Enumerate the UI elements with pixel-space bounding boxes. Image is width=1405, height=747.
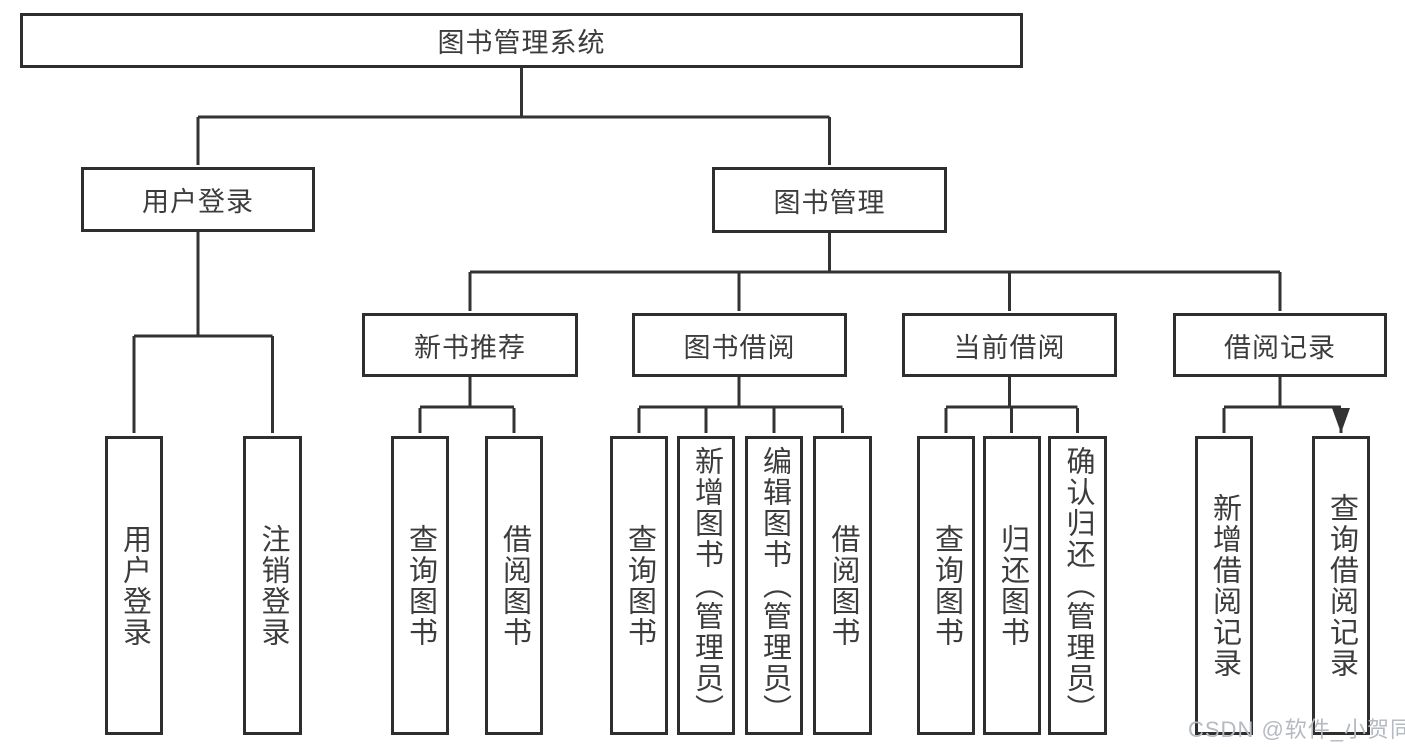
node-book-borrowing: 图书借阅 (632, 313, 847, 377)
node-label: 查询图书 (404, 523, 437, 648)
node-label: 归还图书 (996, 523, 1029, 648)
node-label: 图书管理系统 (437, 28, 606, 58)
node-new-book-recommend: 新书推荐 (362, 313, 578, 377)
node-book-management: 图书管理 (712, 167, 947, 233)
connector-arrows (132, 117, 1341, 433)
leaf-edit-books-admin: 编辑图书（管理员） (745, 436, 803, 735)
node-label: 确认归还（管理员） (1062, 446, 1094, 725)
node-label: 新书推荐 (414, 332, 526, 363)
leaf-query-books-2: 查询图书 (610, 436, 668, 735)
node-label: 图书借阅 (683, 332, 796, 363)
leaf-user-login: 用户登录 (105, 436, 163, 735)
node-label: 当前借阅 (953, 332, 1066, 363)
node-label: 图书管理 (773, 187, 886, 218)
node-user-login: 用户登录 (81, 167, 315, 232)
leaf-confirm-return-admin: 确认归还（管理员） (1048, 436, 1107, 735)
node-label: 查询借阅记录 (1325, 492, 1358, 679)
node-label: 查询图书 (623, 523, 656, 648)
leaf-query-borrow-record: 查询借阅记录 (1312, 436, 1370, 735)
node-label: 借阅图书 (498, 523, 531, 648)
node-label: 编辑图书（管理员） (758, 446, 791, 725)
connector-lines (134, 67, 1341, 409)
node-label: 用户登录 (118, 523, 151, 648)
node-label: 新增图书（管理员） (690, 446, 723, 725)
node-label: 注销登录 (257, 523, 289, 648)
leaf-query-books-1: 查询图书 (391, 436, 449, 735)
node-label: 用户登录 (142, 187, 254, 217)
leaf-return-books: 归还图书 (983, 436, 1041, 735)
csdn-watermark: CSDN @软件_小贺同学 (1188, 717, 1405, 742)
node-library-system: 图书管理系统 (20, 13, 1023, 68)
node-label: 借阅记录 (1224, 332, 1336, 363)
leaf-add-books-admin: 新增图书（管理员） (677, 436, 735, 735)
node-label: 借阅图书 (827, 523, 859, 648)
leaf-query-books-3: 查询图书 (917, 436, 975, 735)
node-current-borrowing: 当前借阅 (902, 313, 1117, 377)
node-label: 新增借阅记录 (1208, 492, 1241, 679)
leaf-borrow-books-2: 借阅图书 (813, 436, 872, 735)
leaf-add-borrow-record: 新增借阅记录 (1195, 436, 1253, 735)
leaf-borrow-books-1: 借阅图书 (485, 436, 543, 735)
node-label: 查询图书 (930, 523, 963, 648)
leaf-logout: 注销登录 (243, 436, 302, 735)
node-borrowing-records: 借阅记录 (1173, 313, 1387, 377)
